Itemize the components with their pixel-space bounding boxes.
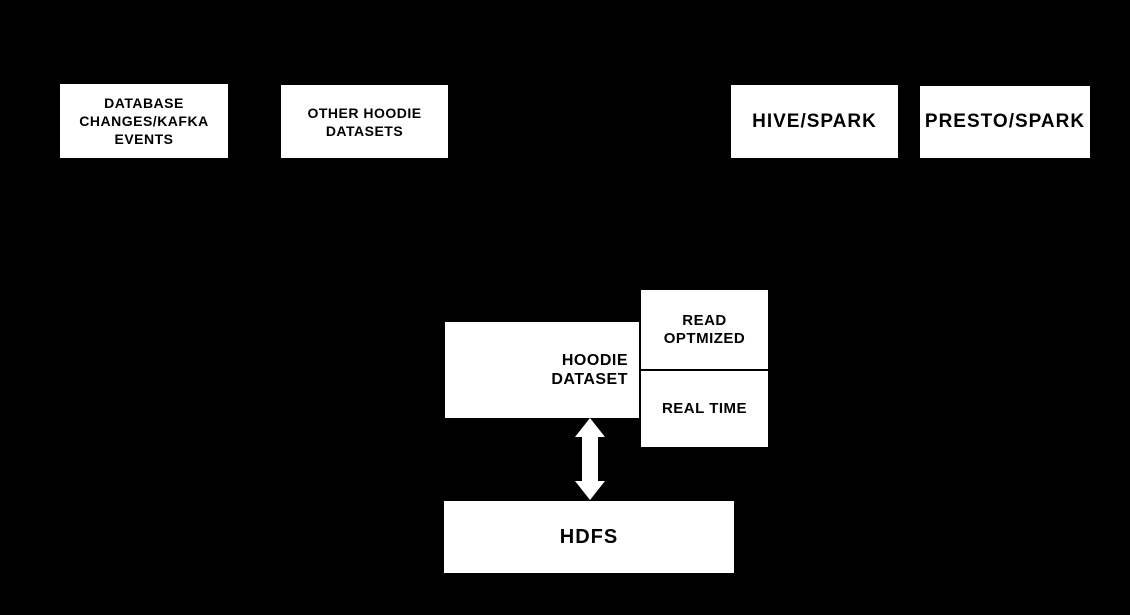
bidirectional-arrow-shape [575, 418, 605, 500]
read-optimized-view-box: READ OPTMIZED [641, 290, 768, 369]
presto-spark-label: PRESTO/SPARK [924, 111, 1086, 133]
hoodie-dataset-box: HOODIE DATASET [445, 322, 639, 418]
bidirectional-arrow-icon [575, 418, 605, 500]
hive-spark-box: HIVE/SPARK [731, 85, 898, 158]
presto-spark-box: PRESTO/SPARK [920, 86, 1090, 158]
real-time-view-label: REAL TIME [661, 400, 748, 417]
hoodie-dataset-label: HOODIE DATASET [551, 352, 628, 388]
hive-spark-label: HIVE/SPARK [752, 110, 877, 132]
other-hoodie-datasets-label: OTHER HOODIE DATASETS [307, 104, 422, 139]
hdfs-box: HDFS [444, 501, 734, 573]
read-optimized-view-label: READ OPTMIZED [663, 311, 746, 347]
hdfs-label: HDFS [559, 525, 619, 548]
real-time-view-box: REAL TIME [641, 371, 768, 447]
other-hoodie-datasets-box: OTHER HOODIE DATASETS [281, 85, 448, 158]
database-changes-kafka-events-box: DATABASE CHANGES/KAFKA EVENTS [60, 84, 228, 158]
database-changes-kafka-events-label: DATABASE CHANGES/KAFKA EVENTS [79, 95, 209, 147]
